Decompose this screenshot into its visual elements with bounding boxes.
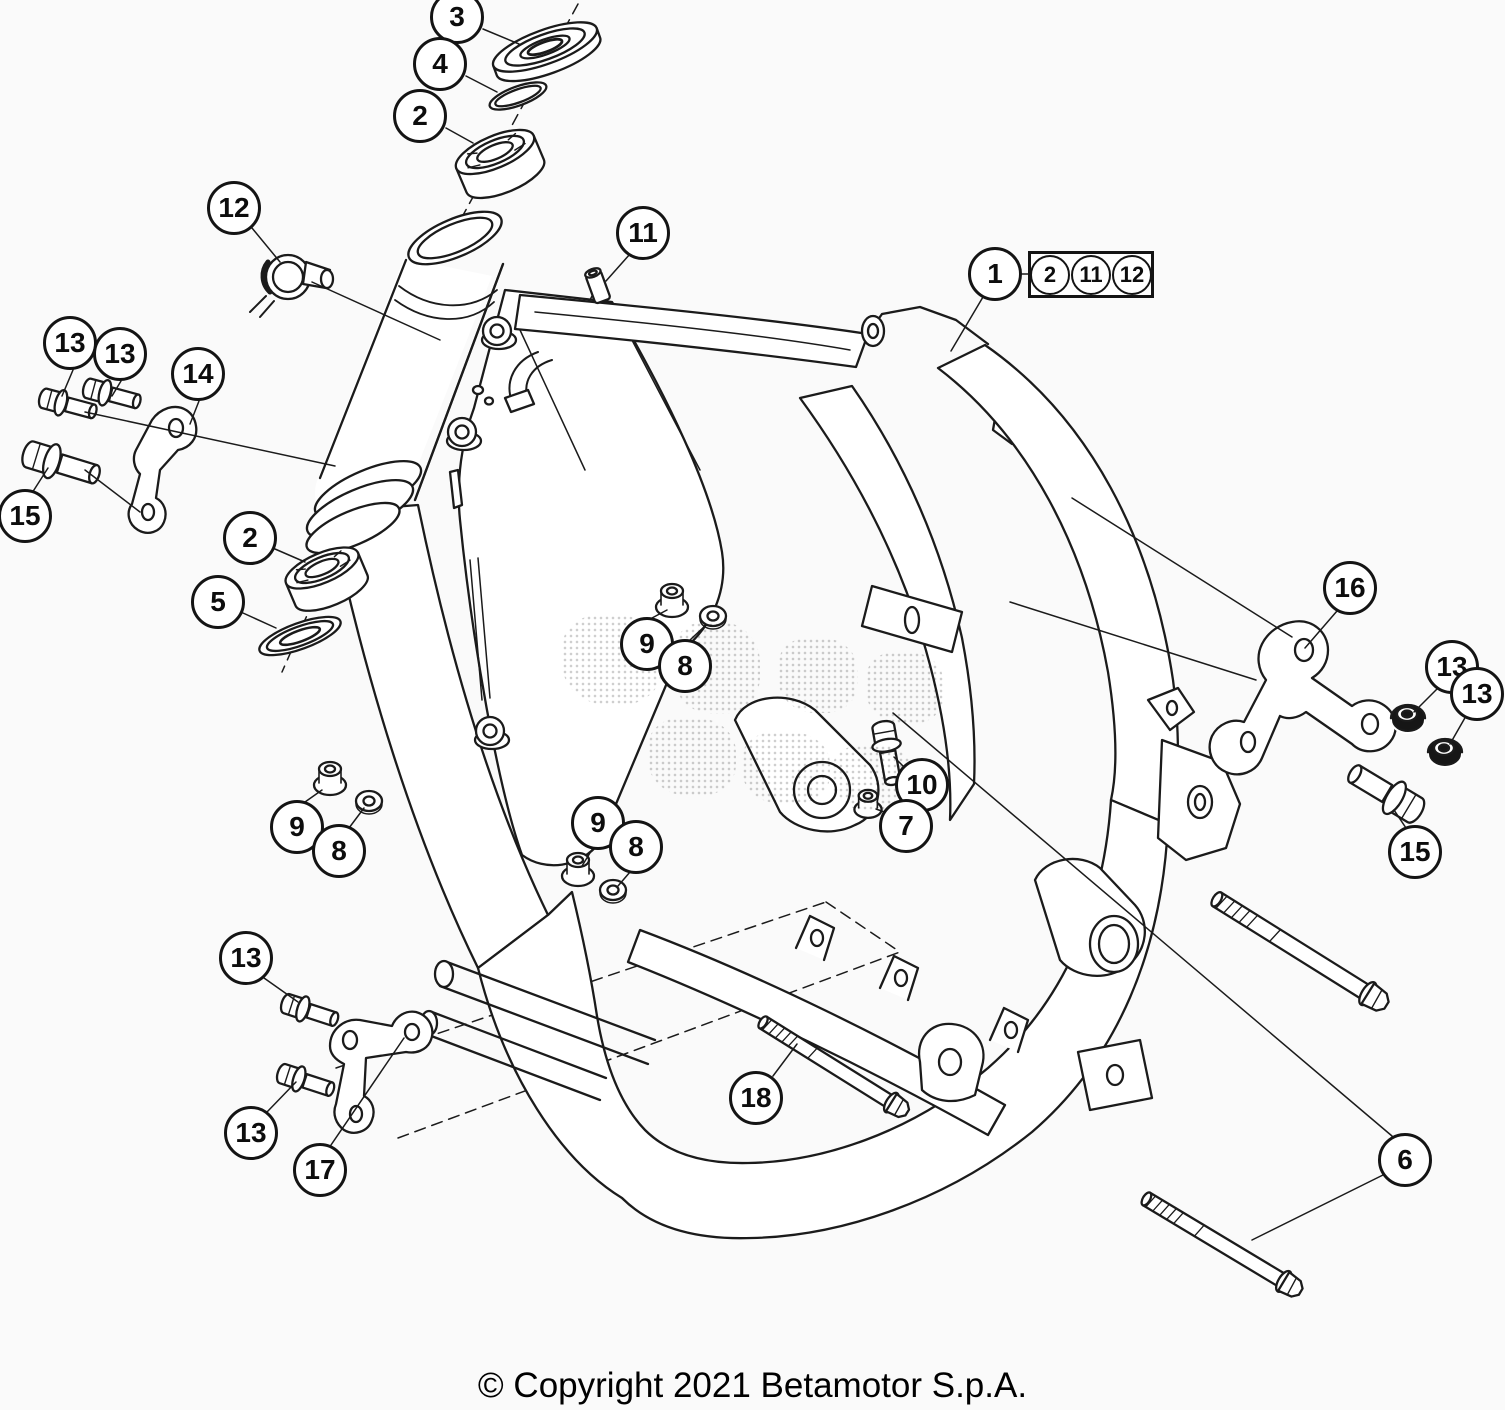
legend-item-11[interactable]: 11 bbox=[1071, 254, 1111, 295]
callout-8[interactable]: 8 bbox=[312, 824, 366, 878]
callout-3[interactable]: 3 bbox=[430, 0, 484, 44]
callout-13[interactable]: 13 bbox=[1450, 667, 1504, 721]
callout-2[interactable]: 2 bbox=[223, 511, 277, 565]
callout-8[interactable]: 8 bbox=[658, 639, 712, 693]
callout-13[interactable]: 13 bbox=[43, 316, 97, 370]
callout-16[interactable]: 16 bbox=[1323, 561, 1377, 615]
callout-13[interactable]: 13 bbox=[93, 327, 147, 381]
part-spacer bbox=[584, 266, 611, 303]
part-oring bbox=[487, 77, 550, 115]
exploded-parts bbox=[16, 12, 1464, 1303]
callout-4[interactable]: 4 bbox=[413, 37, 467, 91]
part-bracket-16 bbox=[1210, 621, 1396, 774]
callout-11[interactable]: 11 bbox=[616, 206, 670, 260]
part-bracket-14 bbox=[129, 407, 197, 533]
callout-12[interactable]: 12 bbox=[207, 181, 261, 235]
callout-13[interactable]: 13 bbox=[219, 931, 273, 985]
callout-1[interactable]: 1 bbox=[968, 247, 1022, 301]
callout-15[interactable]: 15 bbox=[1388, 825, 1442, 879]
legend-item-12[interactable]: 12 bbox=[1112, 254, 1152, 295]
callout-2[interactable]: 2 bbox=[393, 89, 447, 143]
callout-17[interactable]: 17 bbox=[293, 1143, 347, 1197]
callout-14[interactable]: 14 bbox=[171, 347, 225, 401]
part-seal bbox=[255, 609, 345, 663]
callout-6[interactable]: 6 bbox=[1378, 1133, 1432, 1187]
callout-8[interactable]: 8 bbox=[609, 820, 663, 874]
part-bracket-17 bbox=[330, 1012, 432, 1133]
callout-5[interactable]: 5 bbox=[191, 575, 245, 629]
legend-item-2[interactable]: 2 bbox=[1030, 254, 1070, 295]
copyright-text: © Copyright 2021 Betamotor S.p.A. bbox=[477, 1366, 1028, 1405]
callout-15[interactable]: 15 bbox=[0, 489, 52, 543]
frame-body bbox=[300, 201, 1240, 1238]
callout-13[interactable]: 13 bbox=[224, 1106, 278, 1160]
callout-7[interactable]: 7 bbox=[879, 799, 933, 853]
part-dust-cap bbox=[488, 12, 606, 91]
leader-lines bbox=[32, 29, 1466, 1240]
callout-18[interactable]: 18 bbox=[729, 1071, 783, 1125]
